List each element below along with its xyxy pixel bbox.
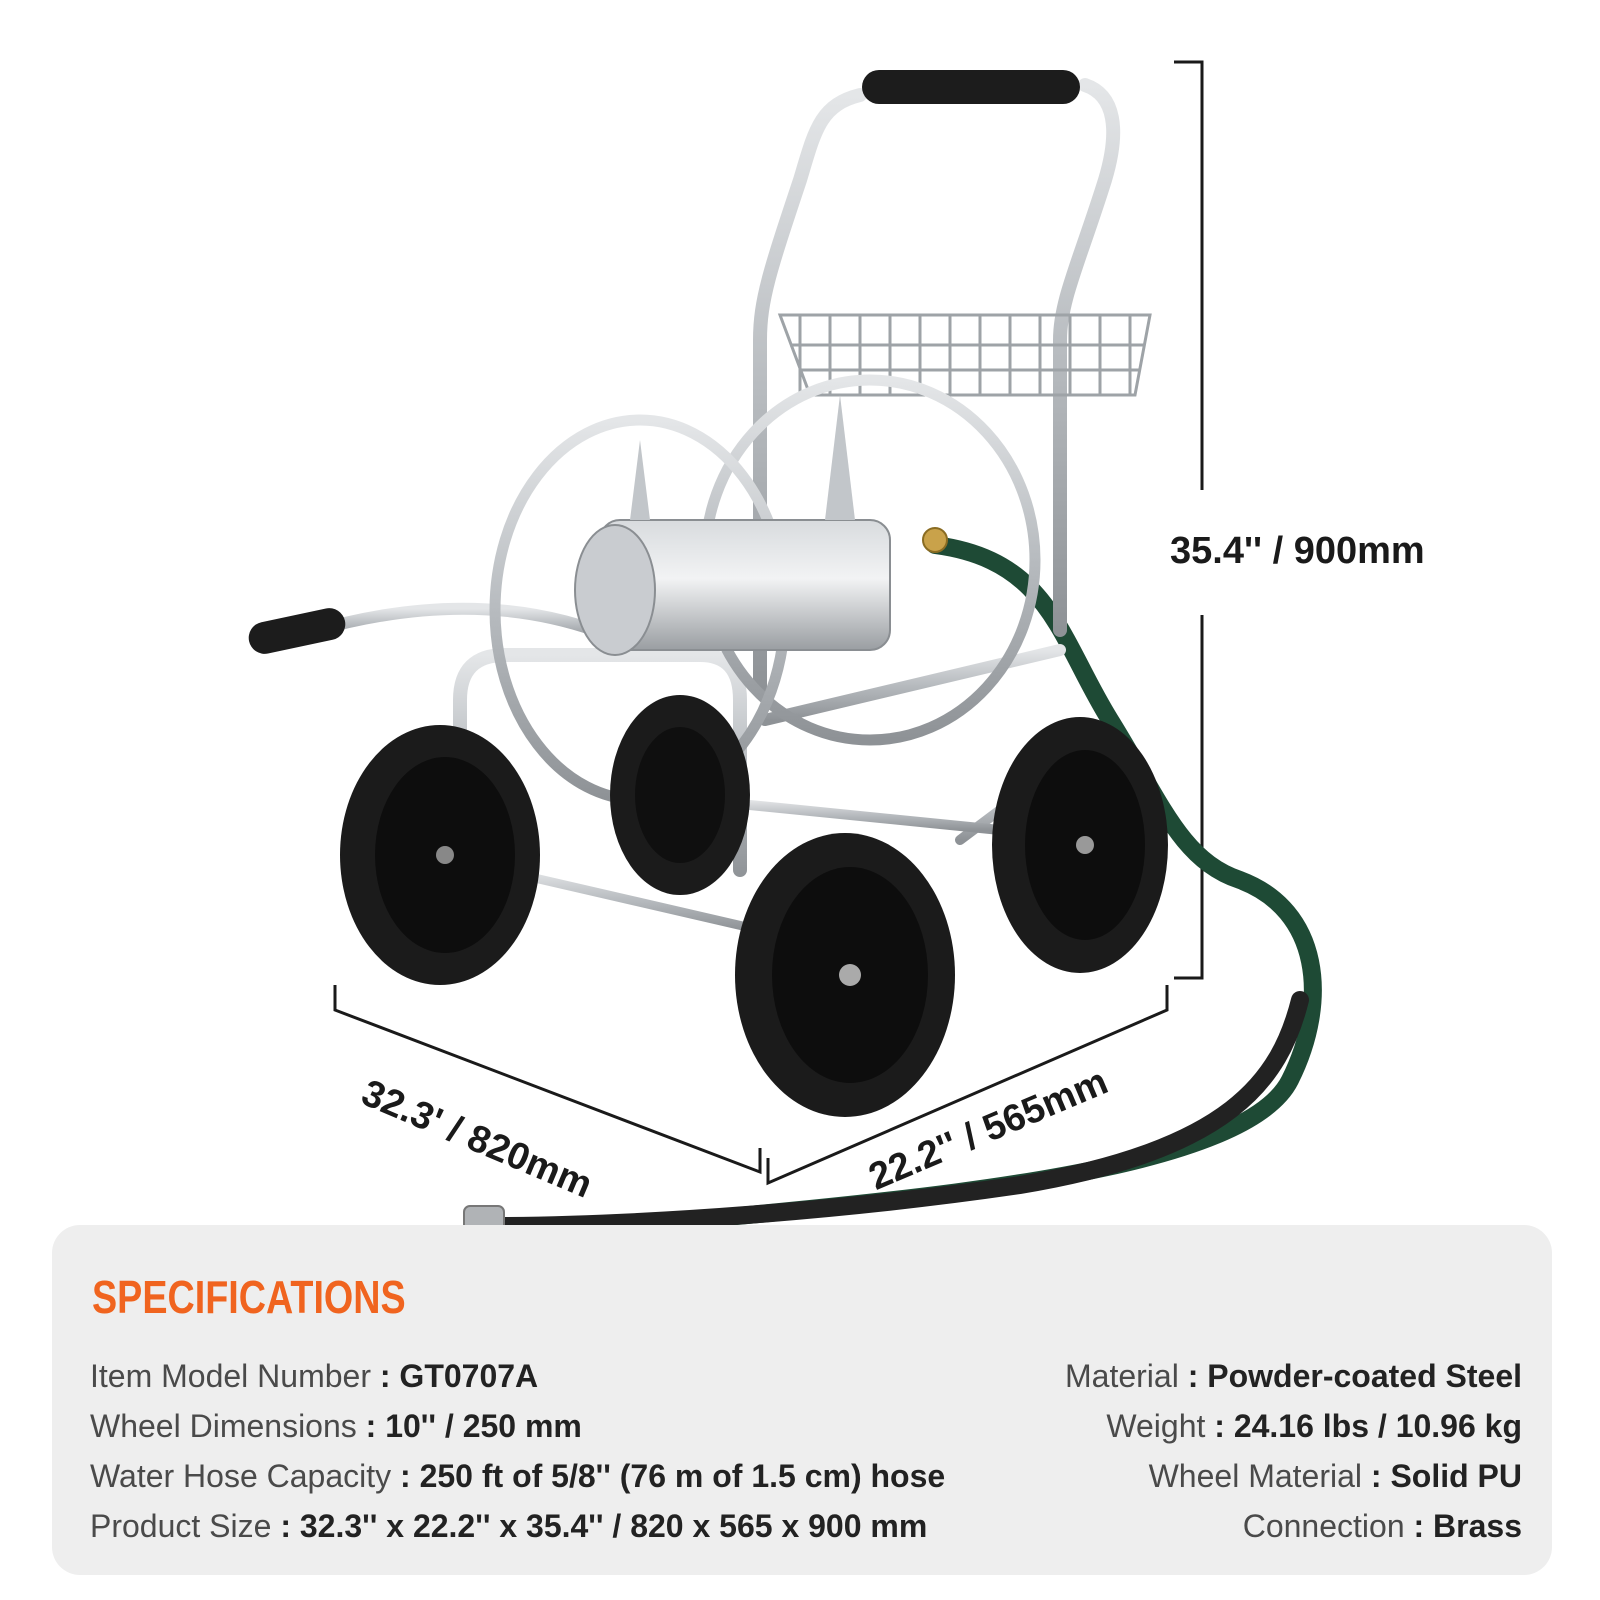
spec-label: Item Model Number [90, 1358, 371, 1394]
spec-row-wheel-dimensions: Wheel Dimensions : 10'' / 250 mm [90, 1401, 945, 1451]
spec-column-left: Item Model Number : GT0707A Wheel Dimens… [90, 1351, 945, 1551]
wheel-rear-left [610, 695, 750, 895]
wheel-rear-right [992, 717, 1168, 973]
spec-column-right: Material : Powder-coated Steel Weight : … [1065, 1351, 1522, 1551]
spec-label: Material [1065, 1358, 1179, 1394]
specifications-panel: SPECIFICATIONS Item Model Number : GT070… [52, 1225, 1552, 1575]
spec-value: : 250 ft of 5/8'' (76 m of 1.5 cm) hose [400, 1458, 946, 1494]
spec-label: Water Hose Capacity [90, 1458, 392, 1494]
crank-handle-grip [248, 608, 346, 654]
spec-row-connection: Connection : Brass [1065, 1501, 1522, 1551]
spec-row-product-size: Product Size : 32.3'' x 22.2'' x 35.4'' … [90, 1501, 945, 1551]
wheels [340, 695, 1168, 1117]
spec-label: Wheel Material [1148, 1458, 1362, 1494]
specifications-title: SPECIFICATIONS [92, 1271, 406, 1323]
spec-label: Wheel Dimensions [90, 1408, 357, 1444]
height-dimension-label: 35.4'' / 900mm [1170, 530, 1425, 572]
spec-row-model: Item Model Number : GT0707A [90, 1351, 945, 1401]
wheel-front-left [340, 725, 540, 985]
spec-value: : 32.3'' x 22.2'' x 35.4'' / 820 x 565 x… [280, 1508, 928, 1544]
wheel-front-right [735, 833, 955, 1117]
spec-value: : GT0707A [379, 1358, 539, 1394]
spec-value: : Solid PU [1370, 1458, 1522, 1494]
spec-row-hose-capacity: Water Hose Capacity : 250 ft of 5/8'' (7… [90, 1451, 945, 1501]
spec-row-weight: Weight : 24.16 lbs / 10.96 kg [1065, 1401, 1522, 1451]
spec-label: Connection [1242, 1508, 1405, 1544]
spec-row-material: Material : Powder-coated Steel [1065, 1351, 1522, 1401]
spec-value: : Brass [1413, 1508, 1523, 1544]
spec-label: Weight [1106, 1408, 1206, 1444]
spec-label: Product Size [90, 1508, 272, 1544]
spec-value: : 10'' / 250 mm [365, 1408, 582, 1444]
spec-value: : 24.16 lbs / 10.96 kg [1214, 1408, 1522, 1444]
spec-row-wheel-material: Wheel Material : Solid PU [1065, 1451, 1522, 1501]
top-handle-grip [862, 70, 1080, 104]
spec-value: : Powder-coated Steel [1187, 1358, 1522, 1394]
dimension-lines [333, 60, 1204, 1186]
